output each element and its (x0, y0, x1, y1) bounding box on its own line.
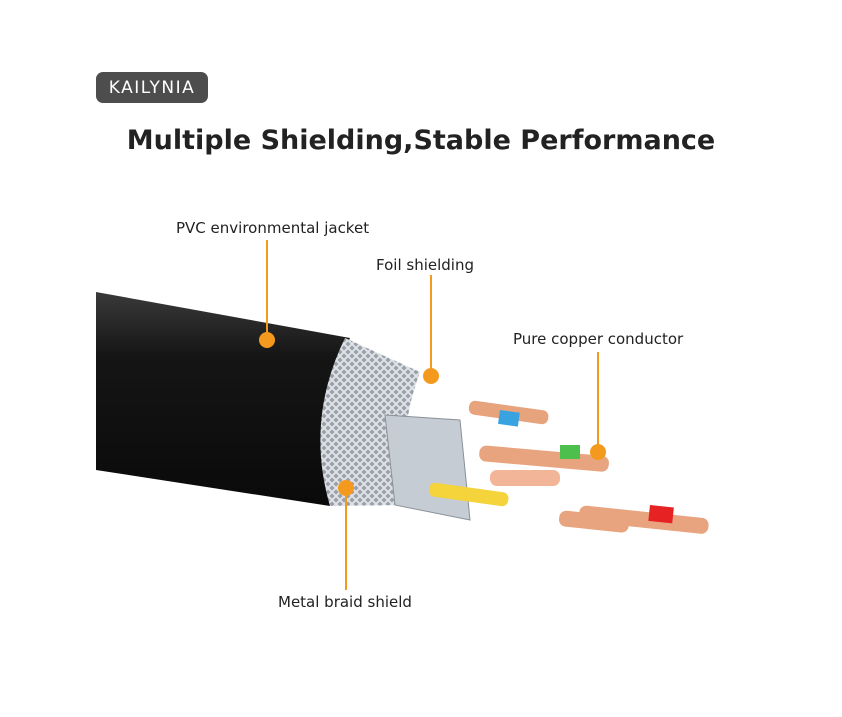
conductors (428, 400, 709, 534)
callout-lines (259, 240, 606, 590)
label-metal-braid: Metal braid shield (278, 593, 412, 611)
label-foil-shielding: Foil shielding (376, 256, 474, 274)
page-title: Multiple Shielding,Stable Performance (126, 125, 716, 156)
brand-logo: KAILYNIA (96, 72, 208, 103)
pvc-jacket (96, 292, 350, 506)
label-copper-conductor: Pure copper conductor (513, 330, 684, 348)
label-pvc-jacket: PVC environmental jacket (176, 219, 370, 237)
foil-shield (384, 414, 471, 521)
